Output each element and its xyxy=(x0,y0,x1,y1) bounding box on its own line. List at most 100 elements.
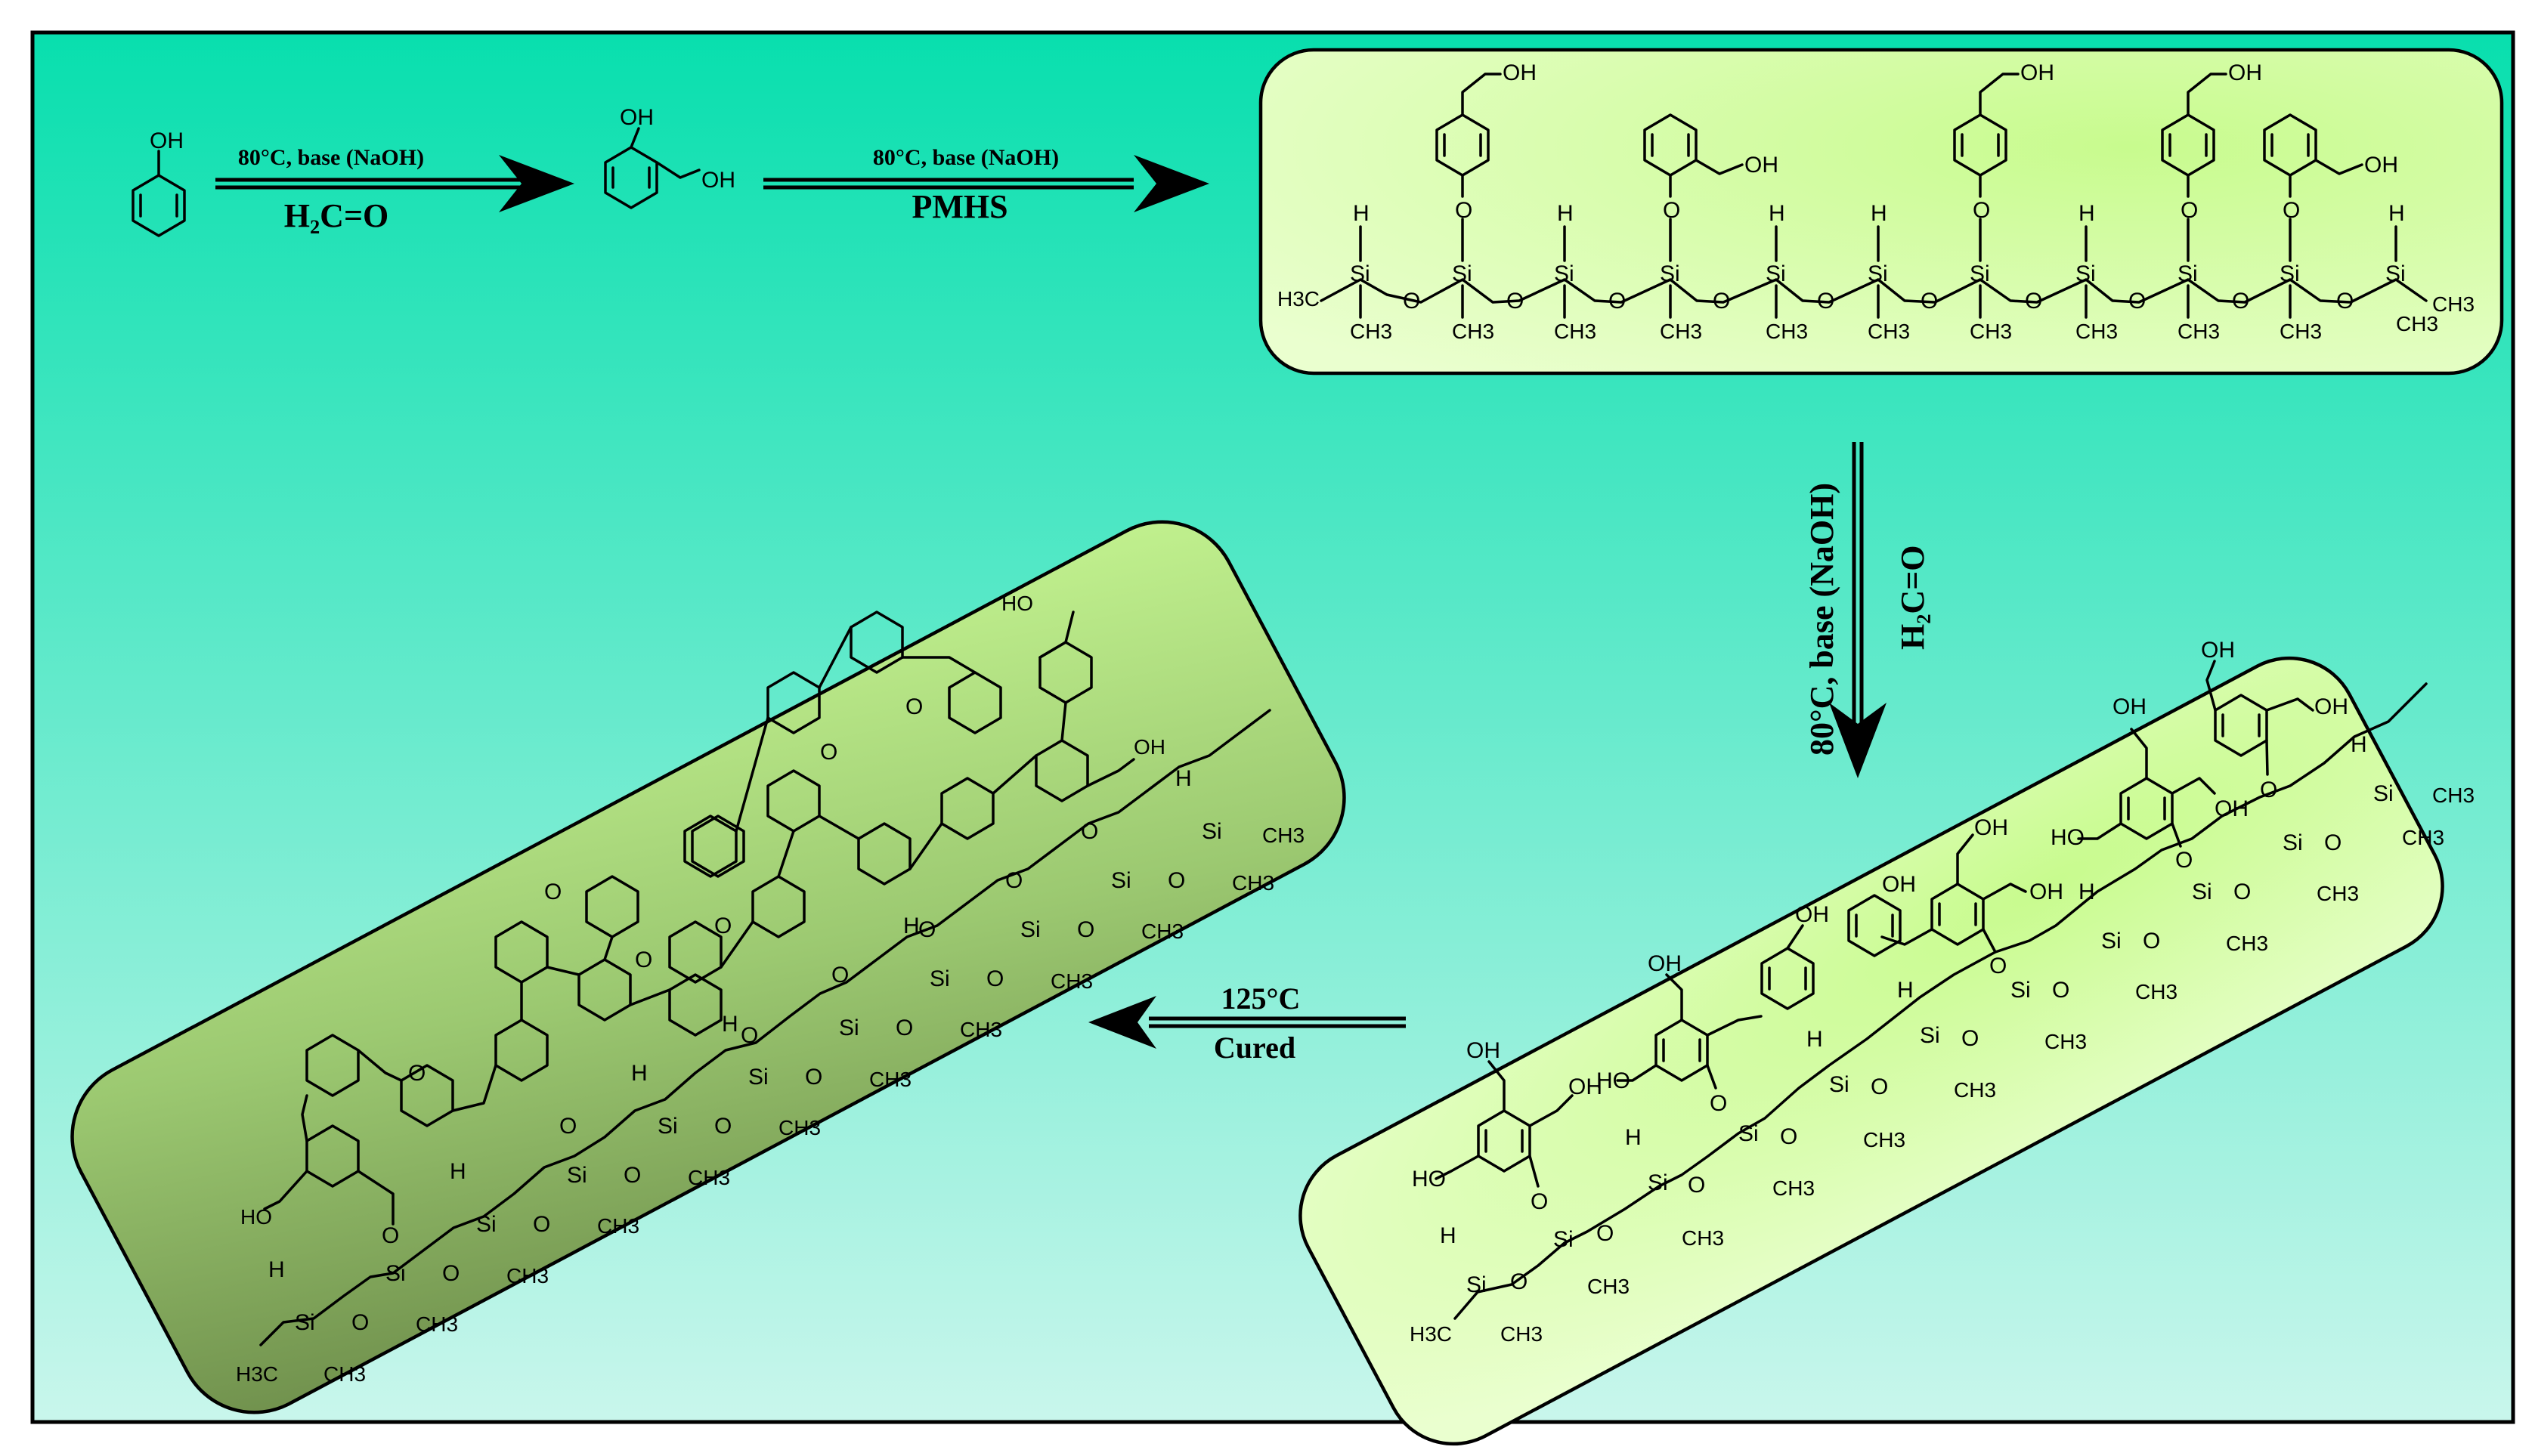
atom-label: O xyxy=(1817,289,1834,314)
atom-label: H xyxy=(2078,201,2095,226)
product-panel-pmhs xyxy=(1258,48,2504,376)
atom-label: Si xyxy=(658,1114,678,1139)
atom-label: O xyxy=(1710,1091,1727,1116)
atom-label: Si xyxy=(839,1015,859,1040)
reaction-1-reagent: H₂C=O xyxy=(284,197,389,234)
atom-label: O xyxy=(1596,1221,1614,1246)
atom-label: O xyxy=(714,1114,732,1139)
atom-label: CH3 xyxy=(1051,969,1093,993)
atom-label: Si xyxy=(385,1261,406,1286)
atom-label: OH xyxy=(2201,638,2235,663)
atom-label: O xyxy=(1510,1269,1528,1294)
atom-label: O xyxy=(741,1023,758,1048)
atom-label: Si xyxy=(2283,830,2303,855)
atom-label: O xyxy=(1713,289,1730,314)
atom-label: OH xyxy=(2020,60,2054,85)
atom-label: Si xyxy=(1202,819,1222,844)
atom-label: O xyxy=(1663,198,1680,223)
atom-label: Si xyxy=(2075,261,2096,286)
atom-label: H xyxy=(2078,879,2095,904)
product-panel-cured xyxy=(70,520,1346,1414)
atom-label: CH3 xyxy=(2402,826,2444,849)
atom-label: OH xyxy=(1882,872,1916,897)
atom-label: OH xyxy=(1503,60,1537,85)
atom-label: O xyxy=(2025,289,2042,314)
atom-label: H xyxy=(1175,766,1192,791)
atom-label: O xyxy=(896,1015,913,1040)
atom-label: CH3 xyxy=(1350,320,1392,343)
atom-label: CH3 xyxy=(1500,1322,1543,1346)
atom-label: CH3 xyxy=(1554,320,1596,343)
atom-label: O xyxy=(1989,954,2007,978)
atom-label: CH3 xyxy=(778,1116,821,1139)
atom-label: H xyxy=(1353,201,1370,226)
atom-label: H xyxy=(1806,1027,1823,1052)
atom-label: OH xyxy=(2228,60,2262,85)
atom-label: Si xyxy=(2280,261,2300,286)
atom-label: CH3 xyxy=(1262,824,1305,847)
atom-label: CH3 xyxy=(1766,320,1808,343)
atom-label: O xyxy=(1973,198,1990,223)
reaction-1-conditions: 80°C, base (NaOH) xyxy=(238,145,424,170)
atom-label: H xyxy=(1897,978,1914,1003)
atom-label: H xyxy=(2388,201,2405,226)
atom-label: OH xyxy=(1466,1038,1500,1063)
atom-label: Si xyxy=(1829,1072,1849,1097)
atom-label: OH xyxy=(1974,815,2008,840)
atom-label: Si xyxy=(748,1065,769,1090)
reaction-3-conditions: 80°C, base (NaOH) xyxy=(1803,483,1840,756)
atom-label: OH xyxy=(2215,796,2249,821)
atom-label: Si xyxy=(295,1310,315,1335)
atom-label: CH3 xyxy=(416,1312,458,1336)
cured-network-structure: Si Si Si Si Si Si Si Si Si Si Si O O O O… xyxy=(236,592,1305,1386)
atom-label: HO xyxy=(1596,1068,1630,1093)
atom-label: O xyxy=(1077,917,1094,942)
atom-label: O xyxy=(559,1114,577,1139)
atom-label: O xyxy=(1506,289,1524,314)
reaction-arrow-3 xyxy=(1829,442,1887,778)
atom-label: O xyxy=(1921,289,1938,314)
atom-label: H xyxy=(450,1159,466,1184)
atom-label: CH3 xyxy=(323,1362,366,1386)
atom-label: CH3 xyxy=(1970,320,2012,343)
atom-label: CH3 xyxy=(2044,1030,2087,1053)
atom-label: O xyxy=(2175,848,2193,873)
atom-label: CH3 xyxy=(1954,1078,1996,1102)
atom-label: Si xyxy=(2385,261,2406,286)
atom-label: O xyxy=(1688,1173,1705,1198)
atom-label: O xyxy=(2260,777,2277,802)
atom-label: H3C xyxy=(236,1362,278,1386)
atom-label: H xyxy=(1625,1125,1642,1150)
atom-label: CH3 xyxy=(1232,871,1274,895)
atom-label: CH3 xyxy=(960,1018,1002,1041)
atom-label: OH xyxy=(1648,951,1682,976)
atom-label: CH3 xyxy=(2135,980,2178,1003)
atom-label: HO xyxy=(1001,592,1033,615)
atom-label: Si xyxy=(1020,917,1041,942)
reaction-arrow-4 xyxy=(1088,996,1406,1049)
atom-label: H3C xyxy=(1277,287,1320,311)
atom-label: Si xyxy=(1466,1272,1487,1297)
atom-label: Si xyxy=(1766,261,1786,286)
atom-label: CH3 xyxy=(2432,292,2475,316)
atom-label: Si xyxy=(1350,261,1370,286)
atom-label: CH3 xyxy=(1863,1128,1905,1152)
reaction-arrow-1 xyxy=(215,155,574,212)
atom-label: CH3 xyxy=(506,1264,549,1288)
atom-label: H xyxy=(2351,732,2367,757)
atom-label: O xyxy=(918,917,936,942)
atom-label: O xyxy=(820,740,837,765)
atom-label: Si xyxy=(1648,1170,1668,1195)
atom-label: OH xyxy=(701,168,735,193)
atom-label: O xyxy=(2143,929,2160,954)
atom-label: OH xyxy=(1744,153,1778,178)
atom-label: O xyxy=(831,963,849,988)
atom-label: Si xyxy=(1553,1227,1574,1252)
atom-label: O xyxy=(635,947,652,972)
atom-label: O xyxy=(1081,819,1098,844)
atom-label: O xyxy=(714,913,732,938)
atom-label: OH xyxy=(1795,902,1829,927)
atom-label: O xyxy=(2232,289,2249,314)
atom-label: OH xyxy=(1134,735,1165,759)
